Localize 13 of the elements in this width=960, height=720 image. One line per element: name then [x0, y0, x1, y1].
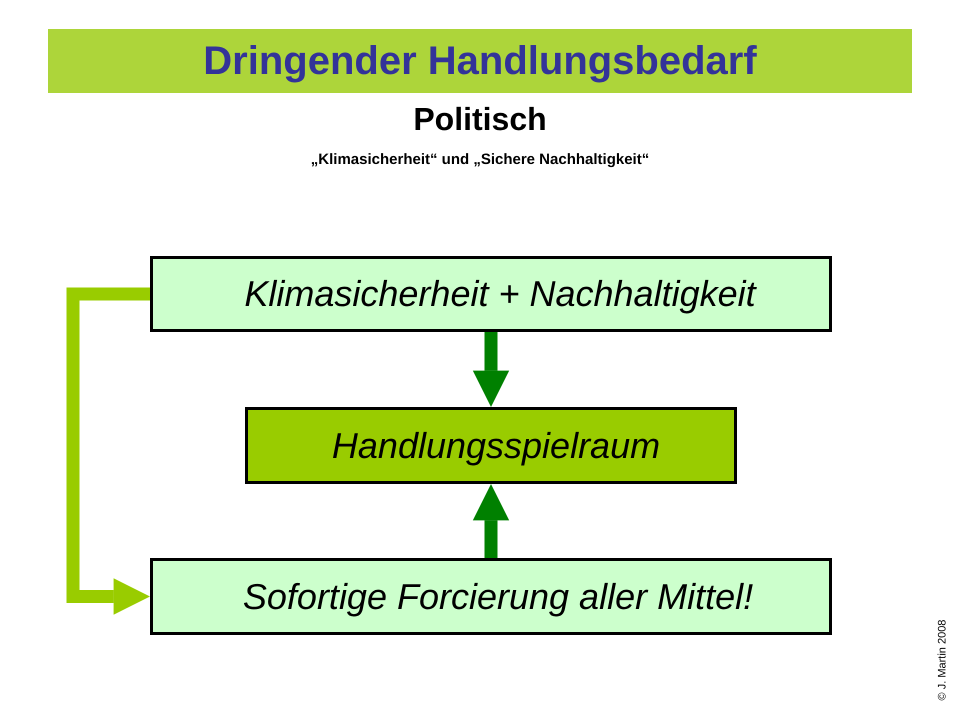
arrow: [472, 332, 510, 407]
box-label: Sofortige Forcierung aller Mittel!: [242, 576, 754, 618]
box-label: Handlungsspielraum: [332, 424, 660, 466]
title-banner: Dringender Handlungsbedarf: [48, 29, 912, 93]
process-box: [150, 558, 832, 635]
arrow: [472, 484, 510, 558]
copyright-note: © J. Martin 2008: [936, 620, 950, 700]
arrow: [66, 288, 150, 615]
subtitle-text: „Klimasicherheit“ und „Sichere Nachhaltigkeit“: [310, 151, 650, 169]
process-box: [150, 256, 832, 332]
section-heading: Politisch: [413, 100, 547, 138]
box-label: Klimasicherheit + Nachhaltigkeit: [244, 273, 756, 315]
process-box: [245, 407, 737, 484]
